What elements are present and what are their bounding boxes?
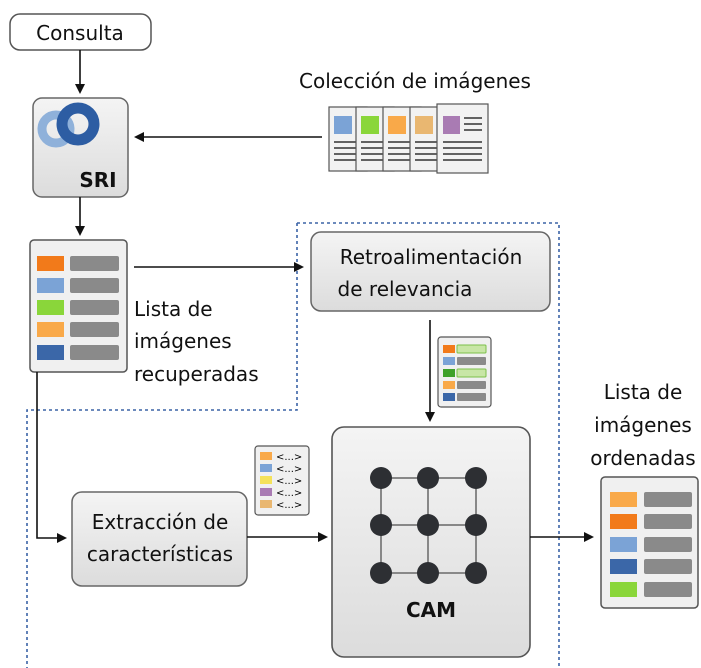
feedback-label-1: Retroalimentación <box>340 245 523 269</box>
feature-token: <...> <box>276 452 302 463</box>
feature-extraction-box[interactable] <box>71 491 248 587</box>
collection-label: Colección de imágenes <box>299 69 531 93</box>
sri-logo-icon <box>37 102 100 148</box>
ordered-list-rows <box>610 492 692 597</box>
features-icon: <...> <...> <...> <...> <...> <box>254 445 310 516</box>
image-collection <box>328 103 489 174</box>
feature-token: <...> <box>276 464 302 475</box>
feedback-list-icon <box>437 336 492 408</box>
retrieved-list-rows <box>37 256 119 360</box>
extraction-label-2: características <box>87 542 233 566</box>
sri-label: SRI <box>79 168 116 192</box>
cam-nodes <box>370 467 487 584</box>
extraction-label-1: Extracción de <box>92 510 229 534</box>
feature-token: <...> <box>276 488 302 499</box>
feature-token: <...> <box>276 476 302 487</box>
arrow-list-to-extraction <box>36 372 67 543</box>
query-label: Consulta <box>36 21 124 45</box>
dashed-region-border <box>26 222 560 668</box>
ordered-list-label-3: ordenadas <box>590 446 695 470</box>
ordered-list-label-2: imágenes <box>594 413 692 437</box>
retrieved-list-label-3: recuperadas <box>134 362 259 386</box>
retrieved-list-label-1: Lista de <box>134 297 213 321</box>
feature-token: <...> <box>276 500 302 511</box>
cam-box <box>331 426 531 658</box>
cam-label: CAM <box>406 598 456 622</box>
ordered-list-label-1: Lista de <box>604 380 683 404</box>
relevance-feedback-box[interactable] <box>310 231 551 312</box>
retrieved-list-label-2: imágenes <box>134 329 232 353</box>
feedback-label-2: de relevancia <box>338 277 473 301</box>
collection-doc <box>436 103 489 174</box>
